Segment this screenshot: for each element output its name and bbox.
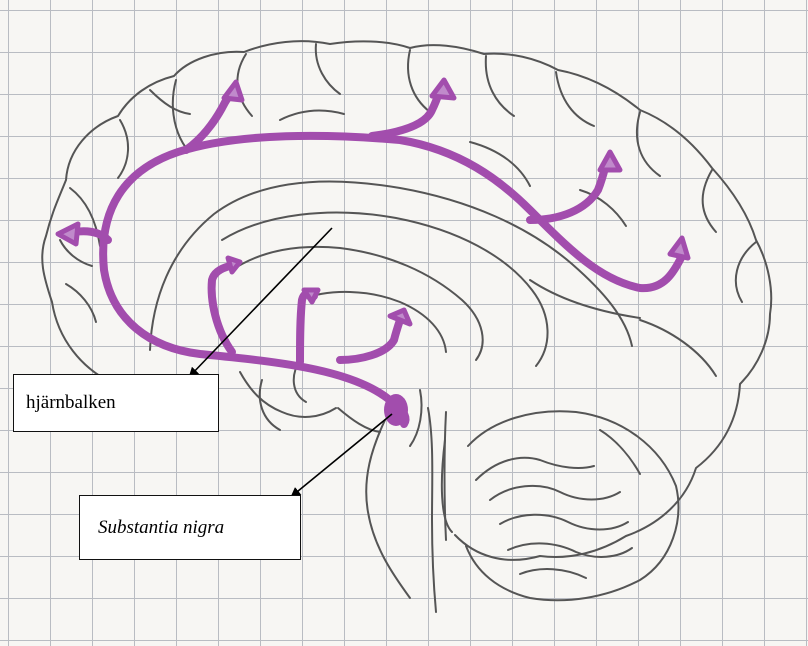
label-hjarnbalken: hjärnbalken — [13, 374, 219, 432]
arrowhead-striatum-posterior — [390, 310, 410, 324]
arrowhead-striatum-mid — [304, 290, 318, 302]
arrowhead-frontal-upper — [224, 82, 242, 100]
label-hjarnbalken-text: hjärnbalken — [26, 392, 116, 414]
substantia-nigra-dot — [384, 394, 408, 426]
arrowhead-parietal — [432, 80, 454, 98]
arrowhead-striatum-anterior — [228, 258, 240, 272]
label-substantia-nigra: Substantia nigra — [79, 495, 301, 560]
arrowhead-occipital-upper — [600, 152, 620, 170]
label-substantia-nigra-text: Substantia nigra — [98, 517, 224, 539]
pointer-substantia-nigra — [292, 414, 392, 496]
arrowhead-occipital-lower — [670, 238, 688, 258]
